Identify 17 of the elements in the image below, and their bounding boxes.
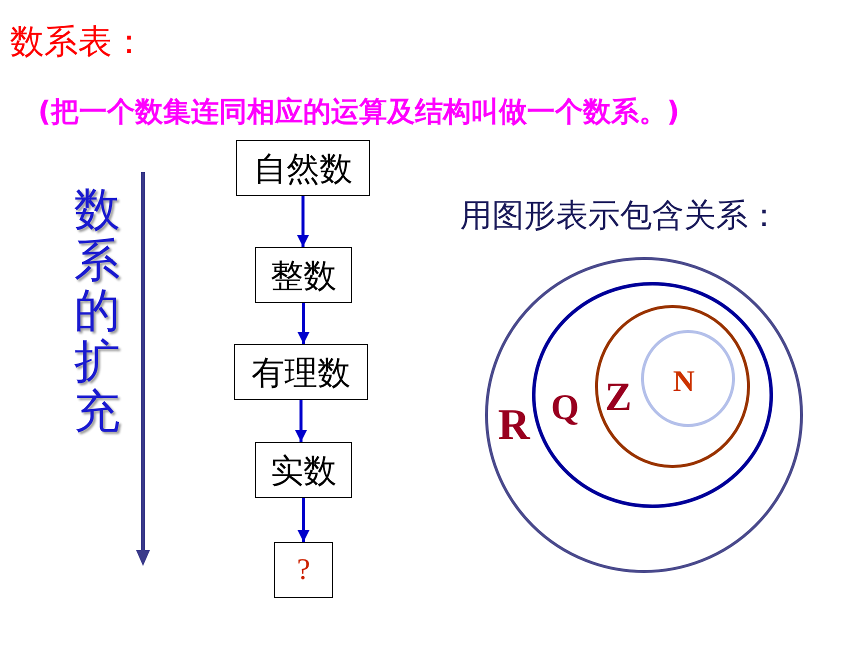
arrow (295, 400, 307, 442)
vertical-heading: 数系的扩充 (74, 184, 120, 437)
number-set-box: 自然数 (236, 140, 370, 196)
number-set-box: 实数 (255, 442, 352, 498)
number-set-box: ? (274, 542, 333, 598)
number-set-box: 有理数 (234, 344, 368, 400)
set-letter: R (498, 403, 530, 447)
arrow (298, 498, 310, 542)
number-set-box: 整数 (255, 247, 352, 303)
diagram-heading: 用图形表示包含关系： (460, 195, 780, 236)
set-letter: N (673, 367, 695, 397)
definition-note: (把一个数集连同相应的运算及结构叫做一个数系。) (38, 94, 680, 130)
arrow (297, 196, 309, 247)
arrow (298, 303, 310, 344)
set-letter: Z (605, 377, 632, 417)
set-letter: Q (551, 389, 580, 425)
title: 数系表： (10, 24, 146, 62)
